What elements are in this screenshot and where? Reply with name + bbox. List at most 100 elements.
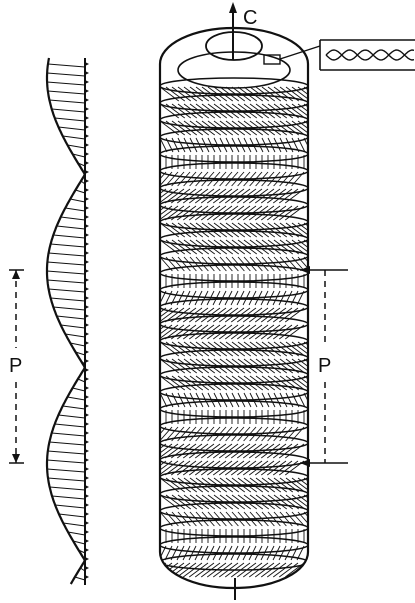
director-line	[47, 271, 85, 274]
director-line	[61, 325, 85, 328]
director-line	[67, 397, 85, 400]
director-tick	[85, 125, 89, 129]
director-tick	[85, 377, 89, 381]
director-line	[47, 262, 85, 265]
director-line	[50, 487, 85, 490]
director-tick	[85, 305, 89, 309]
director-line	[51, 244, 85, 247]
director-line	[63, 523, 85, 526]
director-line	[57, 316, 85, 319]
director-tick	[85, 179, 89, 183]
director-tick	[85, 503, 89, 507]
director-line	[49, 289, 85, 292]
director-line	[55, 505, 85, 508]
pitch-label-right: P	[318, 355, 331, 377]
director-tick	[85, 539, 89, 543]
director-line	[49, 253, 85, 256]
director-tick	[85, 323, 89, 327]
director-line	[61, 217, 85, 220]
director-line	[65, 208, 85, 211]
director-tick	[85, 386, 89, 390]
director-tick	[85, 521, 89, 525]
director-tick	[85, 449, 89, 453]
layer-hatch-line	[141, 563, 160, 577]
director-tick	[85, 395, 89, 399]
director-line	[51, 298, 85, 301]
director-line	[47, 460, 85, 463]
director-line	[53, 307, 85, 310]
director-line	[52, 496, 85, 499]
director-line	[47, 280, 85, 283]
twisted-strand	[326, 50, 414, 60]
director-tick	[85, 197, 89, 201]
director-tick	[85, 62, 89, 66]
director-tick	[85, 530, 89, 534]
director-line	[48, 451, 85, 454]
director-tick	[85, 233, 89, 237]
director-tick	[85, 224, 89, 228]
director-tick	[85, 287, 89, 291]
director-tick	[85, 260, 89, 264]
director-tick	[85, 98, 89, 102]
director-tick	[85, 359, 89, 363]
director-tick	[85, 269, 89, 273]
director-tick	[85, 422, 89, 426]
director-tick	[85, 476, 89, 480]
helix-cylinder	[141, 28, 323, 588]
director-tick	[85, 404, 89, 408]
director-line	[48, 478, 85, 481]
director-line	[55, 424, 85, 427]
director-line	[78, 379, 85, 382]
director-tick	[85, 296, 89, 300]
director-line	[49, 442, 85, 445]
director-tick	[85, 341, 89, 345]
layer-hatch-line	[141, 461, 160, 475]
director-tick	[85, 440, 89, 444]
director-tick	[85, 413, 89, 417]
director-line	[59, 514, 85, 517]
director-line	[55, 118, 85, 121]
director-line	[63, 406, 85, 409]
director-tick	[85, 161, 89, 165]
director-tick	[85, 458, 89, 462]
director-tick	[85, 116, 89, 120]
director-line	[53, 235, 85, 238]
director-line	[47, 73, 85, 76]
director-tick	[85, 251, 89, 255]
director-tick	[85, 143, 89, 147]
director-tick	[85, 152, 89, 156]
director-tick	[85, 431, 89, 435]
director-tick	[85, 107, 89, 111]
director-tick	[85, 350, 89, 354]
director-line	[48, 64, 85, 67]
director-line	[47, 469, 85, 472]
director-line	[49, 100, 85, 103]
director-line	[65, 334, 85, 337]
axis-label-c: C	[243, 7, 257, 29]
director-tick	[85, 512, 89, 516]
layer-hatch-line	[141, 308, 160, 322]
director-tick	[85, 89, 89, 93]
director-wave-diagram	[47, 58, 89, 585]
director-line	[70, 199, 85, 202]
director-tick	[85, 548, 89, 552]
layer-hatch-line	[141, 206, 160, 220]
director-line	[76, 190, 85, 193]
director-tick	[85, 575, 89, 579]
director-tick	[85, 188, 89, 192]
director-line	[52, 433, 85, 436]
director-tick	[85, 242, 89, 246]
director-line	[75, 577, 85, 580]
director-tick	[85, 278, 89, 282]
director-tick	[85, 485, 89, 489]
director-line	[57, 226, 85, 229]
director-tick	[85, 206, 89, 210]
director-tick	[85, 215, 89, 219]
director-tick	[85, 467, 89, 471]
layer-hatch-line	[147, 563, 166, 577]
director-tick	[85, 332, 89, 336]
layer-hatch-line	[141, 444, 160, 458]
director-line	[63, 136, 85, 139]
layer-hatch-line	[141, 189, 160, 203]
